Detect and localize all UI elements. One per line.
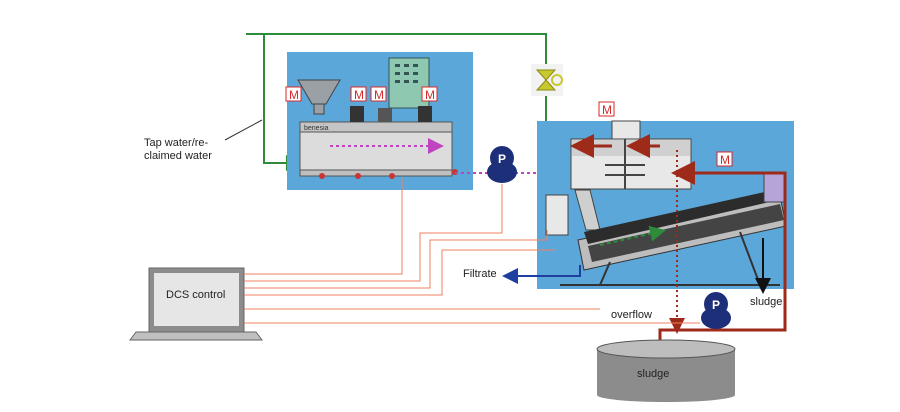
polymer-unit: benesia [297, 57, 458, 179]
sludge-discharge-label: sludge [750, 296, 783, 308]
tap-water-leader [224, 119, 263, 141]
filtrate-label: Filtrate [463, 268, 497, 280]
svg-text:M: M [425, 88, 435, 102]
svg-text:P: P [712, 298, 720, 312]
dcs-control-label: DCS control [166, 289, 226, 301]
dcs-signal-lines [244, 178, 700, 324]
svg-text:P: P [498, 152, 506, 166]
motor-icon: M [370, 86, 387, 102]
filtrate-arrow [502, 265, 581, 284]
sludge-tank [596, 339, 736, 402]
motor-icon: M [350, 86, 367, 102]
valve-icon [531, 64, 563, 96]
sludge-tank-label: sludge [637, 368, 670, 380]
powder-hopper-icon [297, 79, 341, 105]
svg-text:M: M [602, 103, 612, 117]
sludge-feed-pipe [658, 161, 787, 352]
brand-plate: benesia [304, 125, 329, 132]
motor-icon: M [598, 101, 615, 117]
svg-text:M: M [374, 88, 384, 102]
screw-press [545, 120, 787, 286]
motor-icon: M [421, 86, 438, 102]
svg-text:M: M [720, 153, 730, 167]
svg-text:M: M [354, 88, 364, 102]
overflow-label: overflow [611, 309, 652, 321]
pump-icon: P [701, 292, 731, 329]
svg-text:M: M [289, 88, 299, 102]
motor-icon: M [716, 151, 733, 167]
laptop-icon [129, 267, 263, 341]
motor-icon: M [285, 86, 302, 102]
pump-icon: P [487, 146, 517, 183]
tap-water-label: Tap water/re- claimed water [144, 137, 212, 162]
